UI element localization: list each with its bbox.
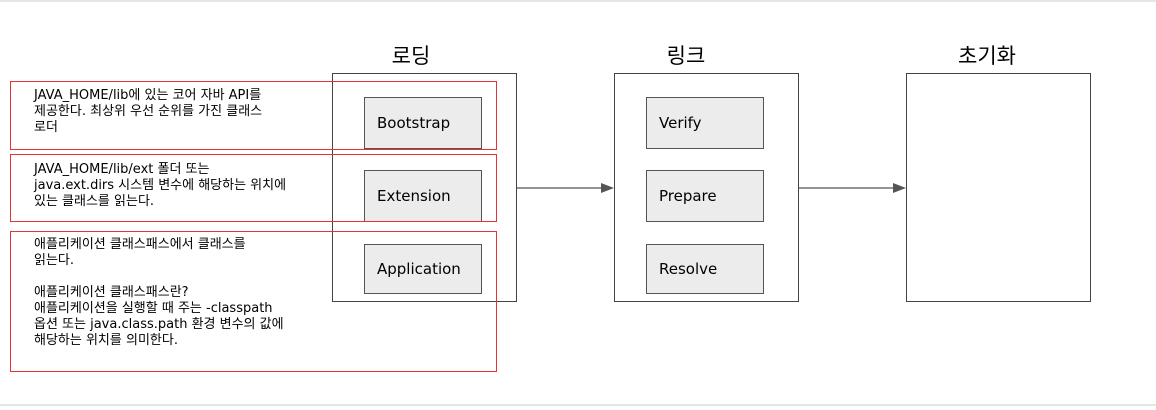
bootstrap-note-text: JAVA_HOME/lib에 있는 코어 자바 API를 제공한다. 최상위 우… <box>34 88 263 135</box>
loading-stage-title: 로딩 <box>391 44 431 68</box>
extension-note-box <box>10 154 497 222</box>
verify-step-label: Verify <box>659 114 702 132</box>
top-divider <box>0 0 1156 2</box>
bootstrap-note-box <box>10 81 497 150</box>
resolve-step-label: Resolve <box>659 260 718 278</box>
bootstrap-step-label: Bootstrap <box>377 114 451 132</box>
application-note-text: 애플리케이션 클래스패스에서 클래스를 읽는다. 애플리케이션 클래스패스란? … <box>34 237 284 348</box>
application-step-label: Application <box>377 260 461 278</box>
loading-to-linking-arrow <box>517 183 614 193</box>
extension-step-label: Extension <box>377 187 451 205</box>
linking-stage-title: 링크 <box>666 44 706 68</box>
prepare-step: Prepare <box>646 170 764 222</box>
extension-step: Extension <box>364 170 482 222</box>
initialization-stage-box <box>906 73 1091 302</box>
bottom-divider <box>0 404 1156 406</box>
bootstrap-step: Bootstrap <box>364 97 482 149</box>
application-step: Application <box>364 244 482 294</box>
verify-step: Verify <box>646 97 764 149</box>
extension-note-text: JAVA_HOME/lib/ext 폴더 또는 java.ext.dirs 시스… <box>34 162 287 209</box>
resolve-step: Resolve <box>646 244 764 294</box>
initialization-stage-title: 초기화 <box>958 44 1016 68</box>
linking-to-initialization-arrow <box>799 183 906 193</box>
prepare-step-label: Prepare <box>659 187 717 205</box>
application-note-box <box>10 231 497 372</box>
